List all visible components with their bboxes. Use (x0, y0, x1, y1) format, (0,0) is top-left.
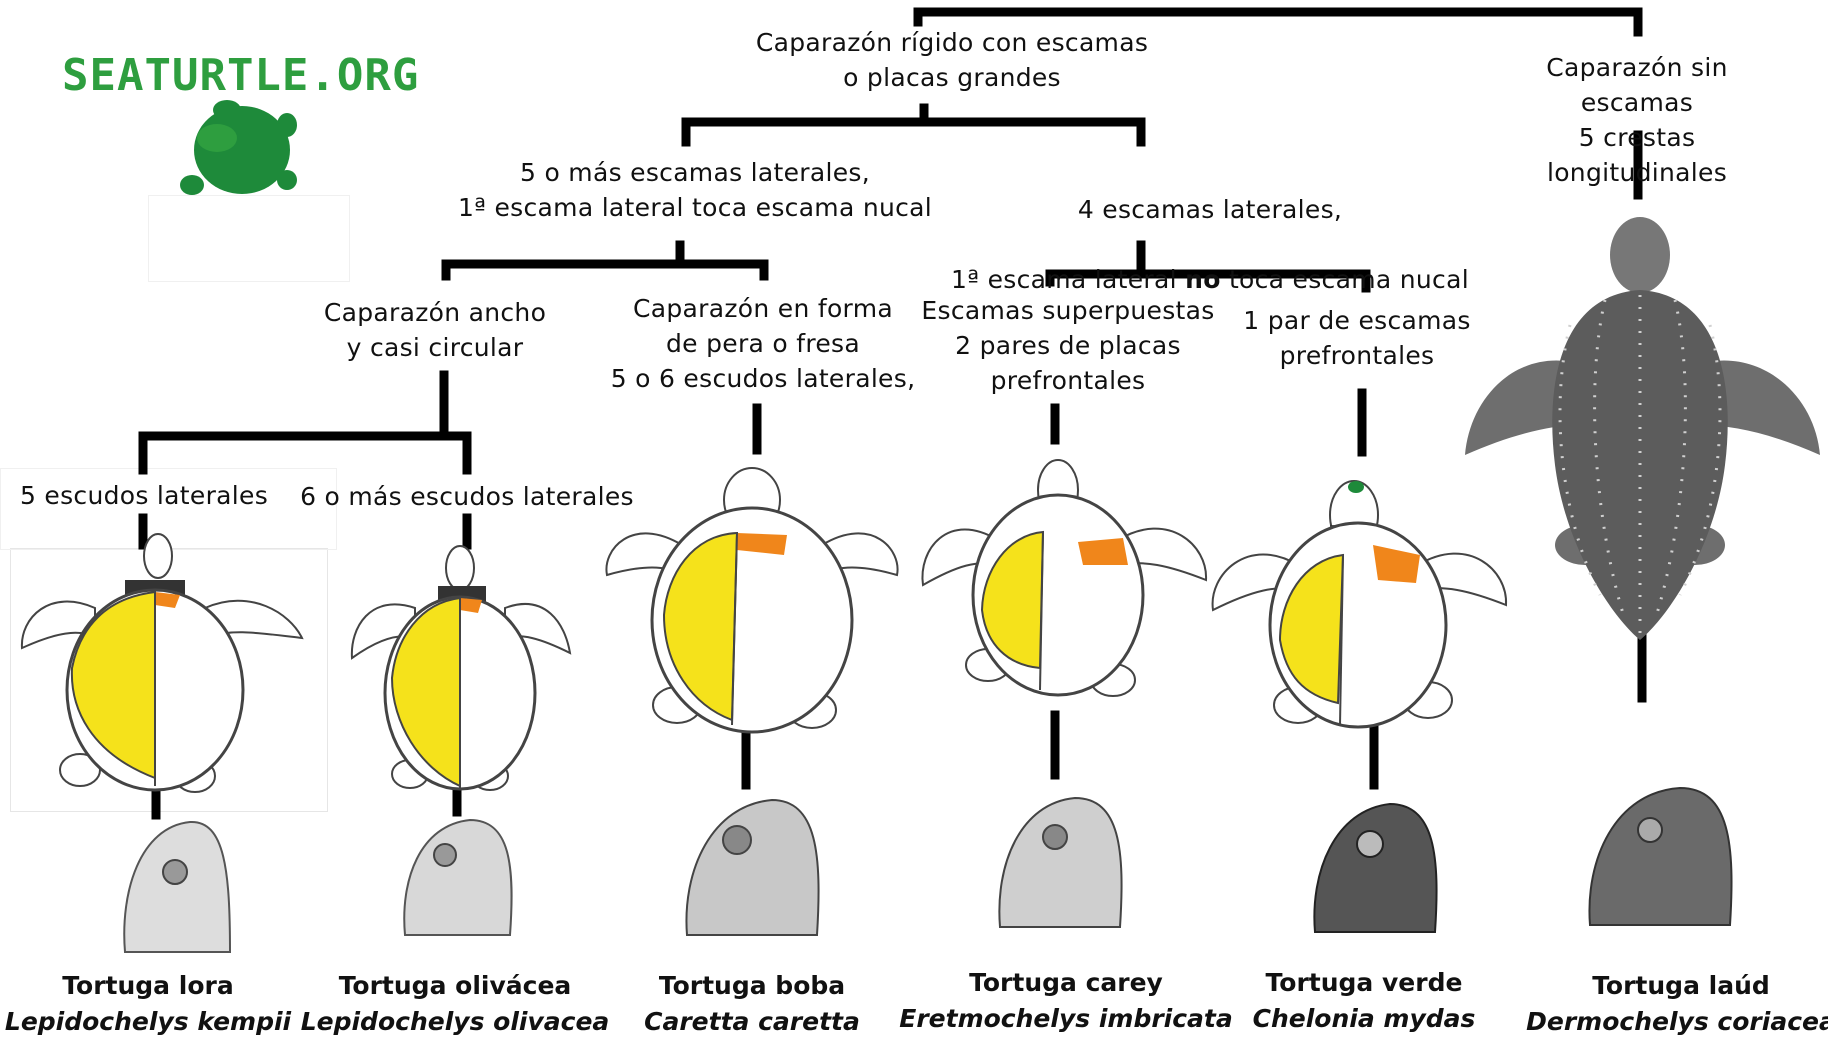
head-olivacea (404, 820, 511, 935)
four-laterals-line1: 4 escamas laterales, (1078, 195, 1342, 224)
species-common-name: Tortuga lora (5, 968, 291, 1004)
species-scientific-name: Lepidochelys olivacea (301, 1004, 610, 1040)
node-wide-circular: Caparazón ancho y casi circular (324, 295, 546, 365)
species-scientific-name: Eretmochelys imbricata (899, 1001, 1232, 1037)
head-imbricata (999, 798, 1121, 927)
species-common-name: Tortuga laúd (1526, 968, 1828, 1004)
turtle-imbricata-topview (922, 460, 1206, 696)
species-common-name: Tortuga verde (1253, 965, 1476, 1001)
species-scientific-name: Caretta caretta (644, 1004, 860, 1040)
species-scientific-name: Lepidochelys kempii (5, 1004, 291, 1040)
species-common-name: Tortuga boba (644, 968, 860, 1004)
turtle-coriacea-topview (1465, 217, 1820, 640)
species-mydas: Tortuga verde Chelonia mydas (1253, 965, 1476, 1037)
turtle-olivacea-topview (352, 546, 570, 790)
four-laterals-line2-pre: 1ª escama lateral (951, 265, 1185, 294)
node-six-or-more-scutes: 6 o más escudos laterales (300, 479, 634, 514)
species-coriacea: Tortuga laúd Dermochelys coriacea (1526, 968, 1828, 1040)
head-coriacea (1589, 788, 1731, 925)
turtle-caretta-topview (606, 468, 897, 732)
species-caretta: Tortuga boba Caretta caretta (644, 968, 860, 1040)
species-imbricata: Tortuga carey Eretmochelys imbricata (899, 965, 1232, 1037)
node-five-scutes: 5 escudos laterales (20, 478, 268, 513)
four-laterals-line2-post: toca escama nucal (1221, 265, 1469, 294)
species-common-name: Tortuga olivácea (301, 968, 610, 1004)
head-mydas (1314, 804, 1436, 932)
species-scientific-name: Dermochelys coriacea (1526, 1004, 1828, 1040)
head-kempii (124, 822, 230, 952)
node-rigid-carapace: Caparazón rígido con escamas o placas gr… (756, 25, 1148, 95)
node-overlapping-scales: Escamas superpuestas 2 pares de placas p… (921, 293, 1214, 398)
node-four-laterals: 4 escamas laterales, 1ª escama lateral n… (951, 157, 1469, 297)
species-common-name: Tortuga carey (899, 965, 1232, 1001)
species-kempii: Tortuga lora Lepidochelys kempii (5, 968, 291, 1040)
head-caretta (686, 800, 818, 935)
node-pear-shape: Caparazón en forma de pera o fresa 5 o 6… (611, 291, 916, 396)
turtle-mydas-topview (1213, 481, 1506, 727)
node-one-pair-prefrontal: 1 par de escamas prefrontales (1243, 303, 1470, 373)
node-five-or-more-laterals: 5 o más escamas laterales, 1ª escama lat… (458, 155, 932, 225)
species-olivacea: Tortuga olivácea Lepidochelys olivacea (301, 968, 610, 1040)
four-laterals-line2-bold: no (1185, 265, 1221, 294)
node-no-scales: Caparazón sin escamas 5 crestas longitud… (1542, 50, 1733, 190)
turtle-kempii-topview (22, 534, 302, 792)
species-scientific-name: Chelonia mydas (1253, 1001, 1476, 1037)
